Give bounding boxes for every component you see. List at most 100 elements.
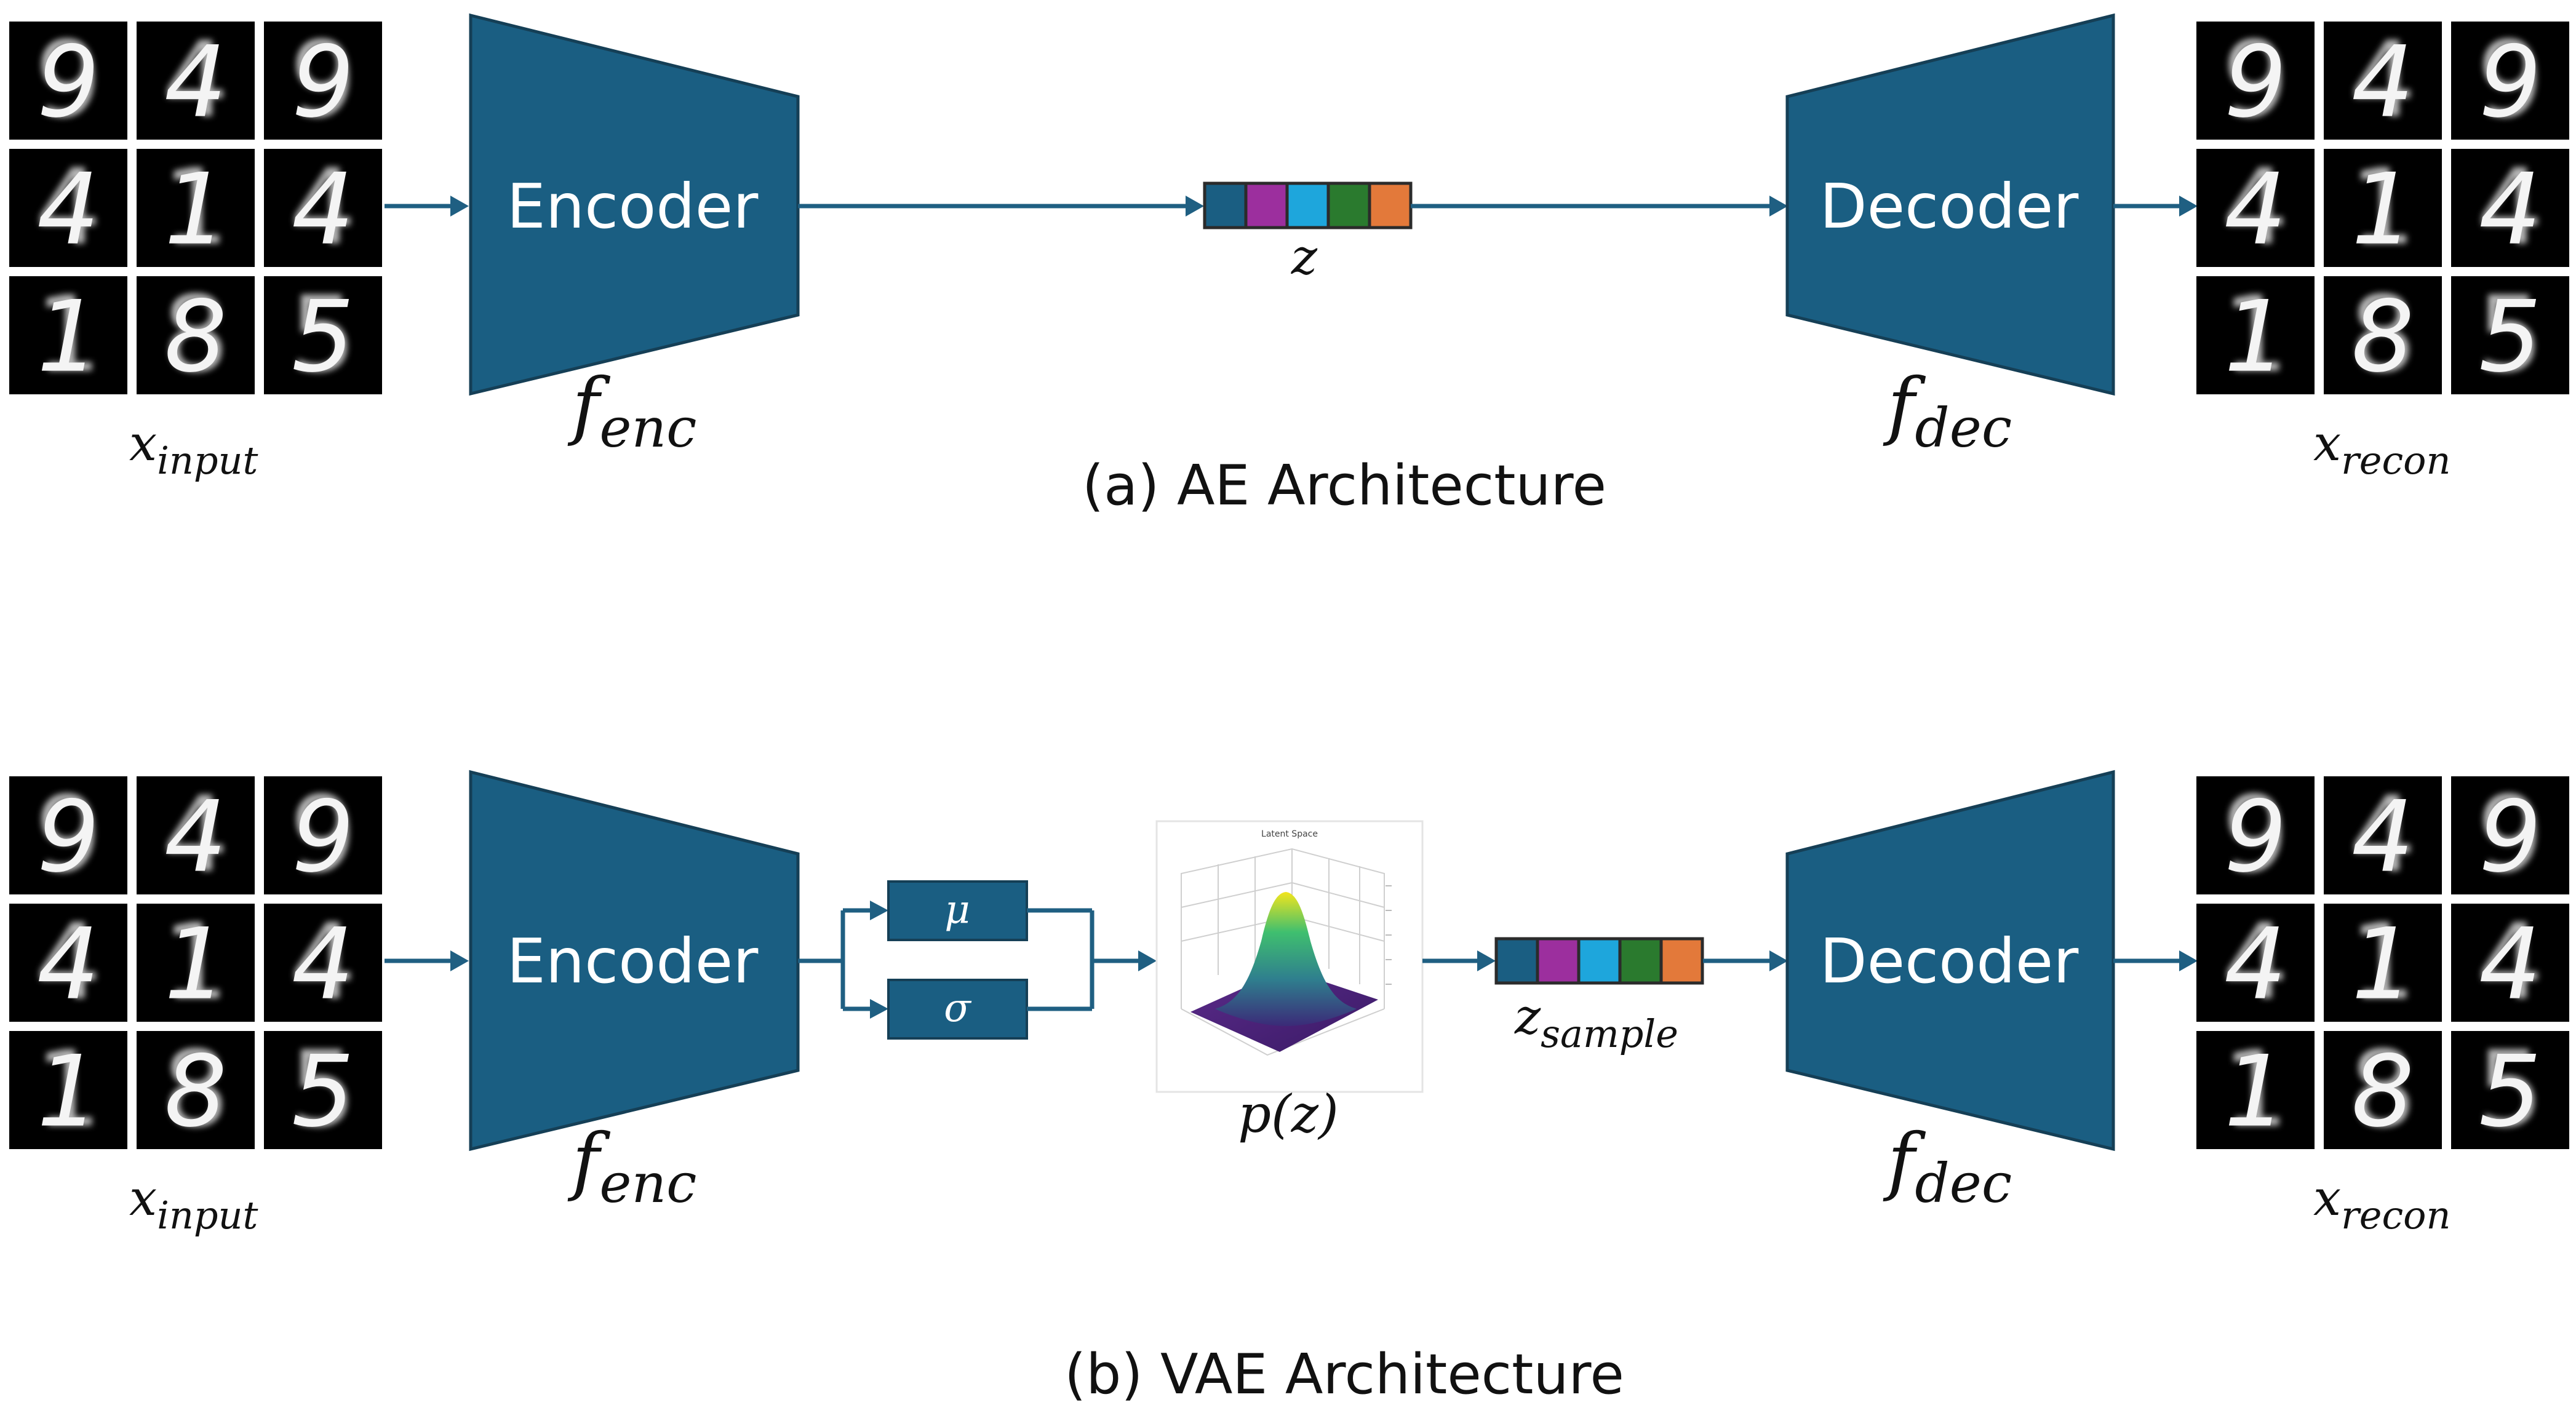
digit-glyph: 8	[164, 279, 227, 394]
digit-glyph-glow: 4	[2222, 902, 2289, 1024]
vae-z-sample-label: zsample	[1514, 988, 1678, 1056]
digit-tile: 11	[2324, 902, 2442, 1024]
digit-tile-background	[2324, 22, 2442, 140]
digit-glyph-glow: 4	[162, 20, 229, 141]
digit-tile: 11	[9, 274, 127, 396]
digit-tile-background	[9, 22, 127, 140]
ae-x-recon-label: xrecon	[2313, 415, 2450, 483]
ae-encoder-label: Encoder	[507, 170, 759, 242]
ae-encoder-block	[469, 13, 800, 396]
vae-plot-gaussian-surface	[1215, 892, 1357, 1026]
digit-tile-background	[264, 1031, 382, 1149]
digit-tile: 11	[2196, 1029, 2315, 1151]
vae-encoder-block	[469, 770, 800, 1152]
digit-tile: 11	[9, 1029, 127, 1151]
digit-glyph-glow: 4	[290, 147, 356, 269]
digit-glyph-glow: 1	[35, 1029, 102, 1151]
digit-glyph-glow: 4	[290, 902, 356, 1024]
digit-tile-background	[2451, 776, 2569, 894]
digit-glyph-glow: 8	[162, 1029, 229, 1151]
digit-glyph-glow: 9	[290, 20, 356, 141]
digit-glyph-glow: 4	[162, 774, 229, 896]
digit-tile: 55	[264, 274, 382, 396]
vae-plot-title: Latent Space	[1261, 829, 1318, 839]
digit-tile: 88	[2324, 274, 2442, 396]
digit-glyph: 8	[2351, 1034, 2414, 1149]
digit-glyph: 4	[2479, 152, 2542, 267]
digit-glyph-glow: 4	[2350, 774, 2416, 896]
digit-glyph: 4	[164, 779, 227, 894]
digit-tile-background	[2196, 276, 2315, 394]
digit-tile-background	[2451, 904, 2569, 1022]
digit-tile-background	[137, 1031, 255, 1149]
vae-arrow-zsample-to-decoder	[1703, 950, 1788, 971]
ae-arrow-decoder-to-output	[2113, 196, 2198, 217]
digit-tile: 11	[137, 902, 255, 1024]
digit-glyph: 4	[292, 907, 354, 1022]
digit-glyph: 1	[2351, 907, 2414, 1022]
latent-cell	[1368, 181, 1413, 229]
digit-tile: 44	[137, 774, 255, 896]
digit-tile: 55	[2451, 274, 2569, 396]
digit-glyph-glow: 4	[2350, 20, 2416, 141]
digit-tile: 44	[2451, 902, 2569, 1024]
ae-x-input-label: xinput	[129, 415, 258, 483]
digit-glyph: 1	[2224, 1034, 2287, 1149]
digit-glyph: 9	[37, 779, 100, 894]
vae-arrow-pz-to-zsample	[1422, 950, 1496, 971]
digit-tile-background	[2451, 276, 2569, 394]
digit-tile-background	[9, 149, 127, 267]
vae-latent-sample-vector	[1494, 937, 1704, 985]
digit-glyph: 1	[164, 907, 227, 1022]
digit-tile: 99	[9, 20, 127, 141]
vae-arrow-encoder-to-mu-sigma	[798, 901, 888, 1019]
digit-glyph: 5	[2479, 1034, 2542, 1149]
digit-tile: 11	[2324, 147, 2442, 269]
digit-tile: 11	[2196, 274, 2315, 396]
ae-arrow-input-to-encoder	[385, 196, 469, 217]
latent-cell	[1494, 937, 1539, 985]
digit-tile-background	[9, 776, 127, 894]
digit-glyph: 4	[37, 152, 100, 267]
digit-glyph-glow: 5	[290, 274, 356, 396]
vae-plot-ticks	[1386, 885, 1392, 985]
digit-glyph: 9	[2224, 779, 2287, 894]
digit-tile-background	[2324, 904, 2442, 1022]
digit-tile: 44	[9, 902, 127, 1024]
vae-decoder-block	[1785, 770, 2115, 1152]
vae-latent-distribution-plot: Latent Space	[1155, 820, 1424, 1093]
digit-tile: 99	[2196, 774, 2315, 896]
digit-glyph: 4	[37, 907, 100, 1022]
digit-glyph-glow: 4	[2477, 902, 2543, 1024]
digit-glyph-glow: 1	[2350, 902, 2416, 1024]
digit-glyph-glow: 4	[2222, 147, 2289, 269]
digit-glyph: 1	[37, 1034, 100, 1149]
digit-tile-background	[2196, 904, 2315, 1022]
digit-tile: 55	[2451, 1029, 2569, 1151]
digit-tile-background	[2324, 276, 2442, 394]
digit-glyph: 8	[164, 1034, 227, 1149]
digit-glyph-glow: 8	[2350, 274, 2416, 396]
digit-tile-background	[9, 904, 127, 1022]
digit-tile: 44	[2196, 147, 2315, 269]
digit-glyph-glow: 1	[35, 274, 102, 396]
digit-glyph: 9	[2479, 25, 2542, 140]
digit-glyph-glow: 4	[35, 902, 102, 1024]
ae-latent-vector	[1203, 181, 1413, 229]
vae-plot-axes	[1181, 848, 1385, 1056]
digit-tile-background	[2324, 1031, 2442, 1149]
vae-encoder-label: Encoder	[507, 925, 759, 997]
vae-arrow-mu-sigma-to-pz	[1027, 908, 1157, 1011]
vae-pz-label: p(z)	[1238, 1084, 1339, 1144]
latent-cell	[1659, 937, 1704, 985]
ae-arrow-encoder-to-z	[798, 196, 1204, 217]
digit-glyph: 5	[2479, 279, 2542, 394]
digit-tile: 88	[137, 1029, 255, 1151]
digit-glyph: 4	[2351, 779, 2414, 894]
digit-tile: 99	[2196, 20, 2315, 141]
digit-glyph: 5	[292, 279, 354, 394]
digit-glyph-glow: 5	[290, 1029, 356, 1151]
